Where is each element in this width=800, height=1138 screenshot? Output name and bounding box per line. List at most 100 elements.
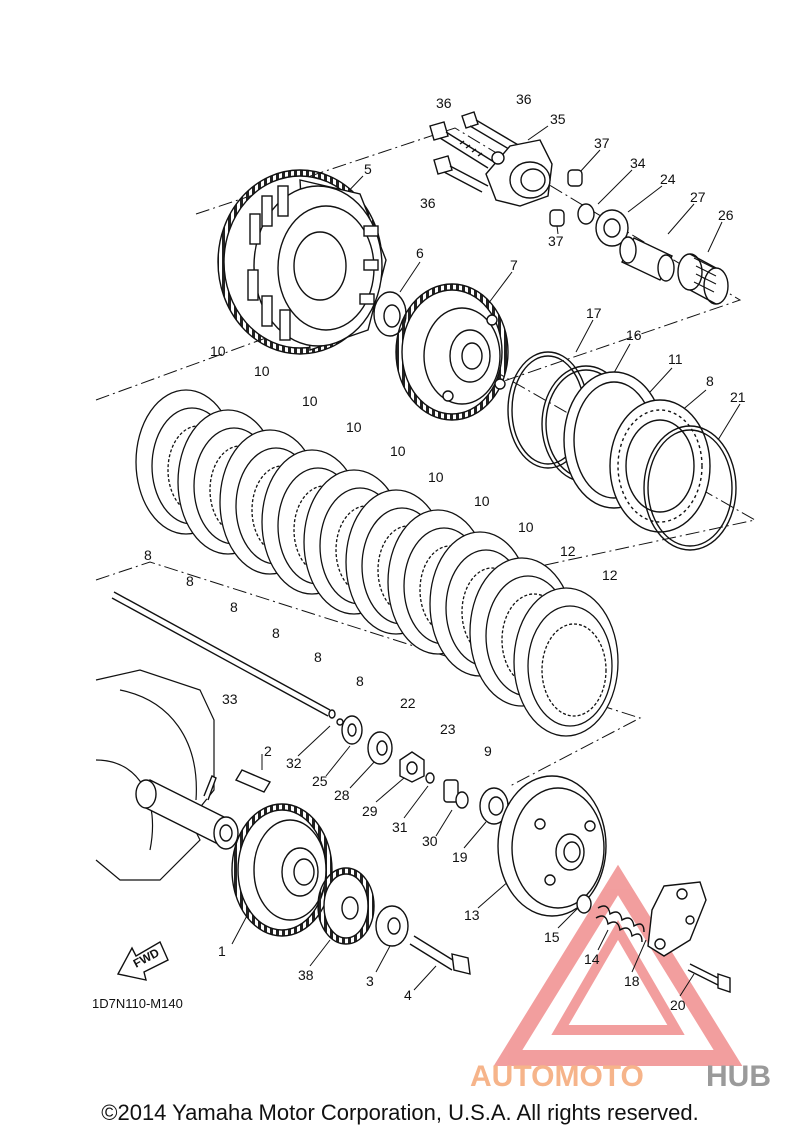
callout-7: 7 [510,257,518,273]
bearing-19 [479,787,509,825]
callout-2: 2 [264,743,272,759]
callout-37-b: 37 [548,233,564,249]
callout-5: 5 [364,161,372,177]
nut-29 [399,751,425,783]
callout-19: 19 [452,849,468,865]
callout-13: 13 [464,907,480,923]
callout-16: 16 [626,327,642,343]
watermark-text: AUTOMOTO HUB [470,1060,771,1093]
callout-10-e: 10 [390,443,406,459]
callout-8-g: 8 [356,673,364,689]
diagram-code: 1D7N110-M140 [92,996,183,1011]
callout-31: 31 [392,819,408,835]
callout-22: 22 [400,695,416,711]
copyright-notice: ©2014 Yamaha Motor Corporation, U.S.A. A… [101,1100,699,1125]
clutch-plate-pack [135,389,619,737]
plate-stack-12b [513,587,619,737]
watermark-right: HUB [706,1060,771,1093]
callout-8-c: 8 [186,573,194,589]
spring-plate-18 [647,881,707,957]
callout-37-a: 37 [594,135,610,151]
callout-24: 24 [660,171,676,187]
callout-23: 23 [440,721,456,737]
callout-6: 6 [416,245,424,261]
bolt-4 [409,935,471,975]
callout-8-d: 8 [230,599,238,615]
callout-10-d: 10 [346,419,362,435]
sprocket-38 [317,867,375,945]
assembly-frames [95,127,757,787]
callout-8-b: 8 [144,547,152,563]
callout-33: 33 [222,691,238,707]
callout-8-f: 8 [314,649,322,665]
callout-9: 9 [484,743,492,759]
callout-10-f: 10 [428,469,444,485]
callout-21: 21 [730,389,746,405]
push-rod-33 [111,591,336,719]
washer-25 [341,715,363,745]
bearing-24 [595,209,629,247]
bolt-20 [687,963,731,993]
callout-26: 26 [718,207,734,223]
callout-36-c: 36 [420,195,436,211]
callout-10-c: 10 [302,393,318,409]
callout-38: 38 [298,967,314,983]
watermark-left: AUTOMOTO [470,1060,644,1093]
pin-37-upper [567,169,583,187]
callout-36-a: 36 [436,95,452,111]
callout-36-b: 36 [516,91,532,107]
callout-10-a: 10 [210,343,226,359]
callout-34: 34 [630,155,646,171]
thrust-washer-6 [373,291,407,337]
callout-28: 28 [334,787,350,803]
watermark-logo [493,864,743,1066]
fwd-arrow-icon: FWD [116,941,169,981]
bolt-30 [443,779,469,809]
callout-29: 29 [362,803,378,819]
callout-32: 32 [286,755,302,771]
washer-31 [425,772,435,784]
primary-driven-gear-1 [231,803,333,937]
collar-3 [375,905,409,947]
pin-37-lower [549,209,565,227]
callout-10-b: 10 [254,363,270,379]
callout-4: 4 [404,987,412,1003]
callout-14: 14 [584,951,600,967]
clutch-boss-7 [395,283,509,421]
callout-27: 27 [690,189,706,205]
callout-12-b: 12 [602,567,618,583]
callout-15: 15 [544,929,560,945]
callout-8-top: 8 [706,373,714,389]
bolt-36-upper-right [461,111,521,153]
ball-32 [336,718,344,726]
callout-20: 20 [670,997,686,1013]
main-shaft [135,775,239,850]
washer-15 [576,894,592,914]
callout-12-a: 12 [560,543,576,559]
callout-1: 1 [218,943,226,959]
callout-labels: 36 36 35 37 34 24 27 26 36 37 5 6 7 17 1… [144,91,746,1013]
callout-18: 18 [624,973,640,989]
spring-14 [595,905,645,943]
callout-8-e: 8 [272,625,280,641]
bolt-36-lower [433,155,489,193]
clutch-housing-5 [217,169,387,355]
callout-17: 17 [586,305,602,321]
pull-rod-bracket-assembly [429,111,729,305]
callout-30: 30 [422,833,438,849]
callout-10-h: 10 [518,519,534,535]
callout-25: 25 [312,773,328,789]
clutch-release-bracket-35 [485,139,553,207]
bolt-36-upper-left [429,121,495,169]
callout-10-g: 10 [474,493,490,509]
wire-circlip-21 [643,425,737,551]
needle-bearing-26 [677,253,729,305]
crankcase-outline [95,669,215,881]
key-2 [234,769,272,793]
sleeve-27 [619,236,675,282]
pressure-plate-13 [497,775,607,917]
callout-11: 11 [668,351,683,367]
bearing-28 [367,731,393,765]
